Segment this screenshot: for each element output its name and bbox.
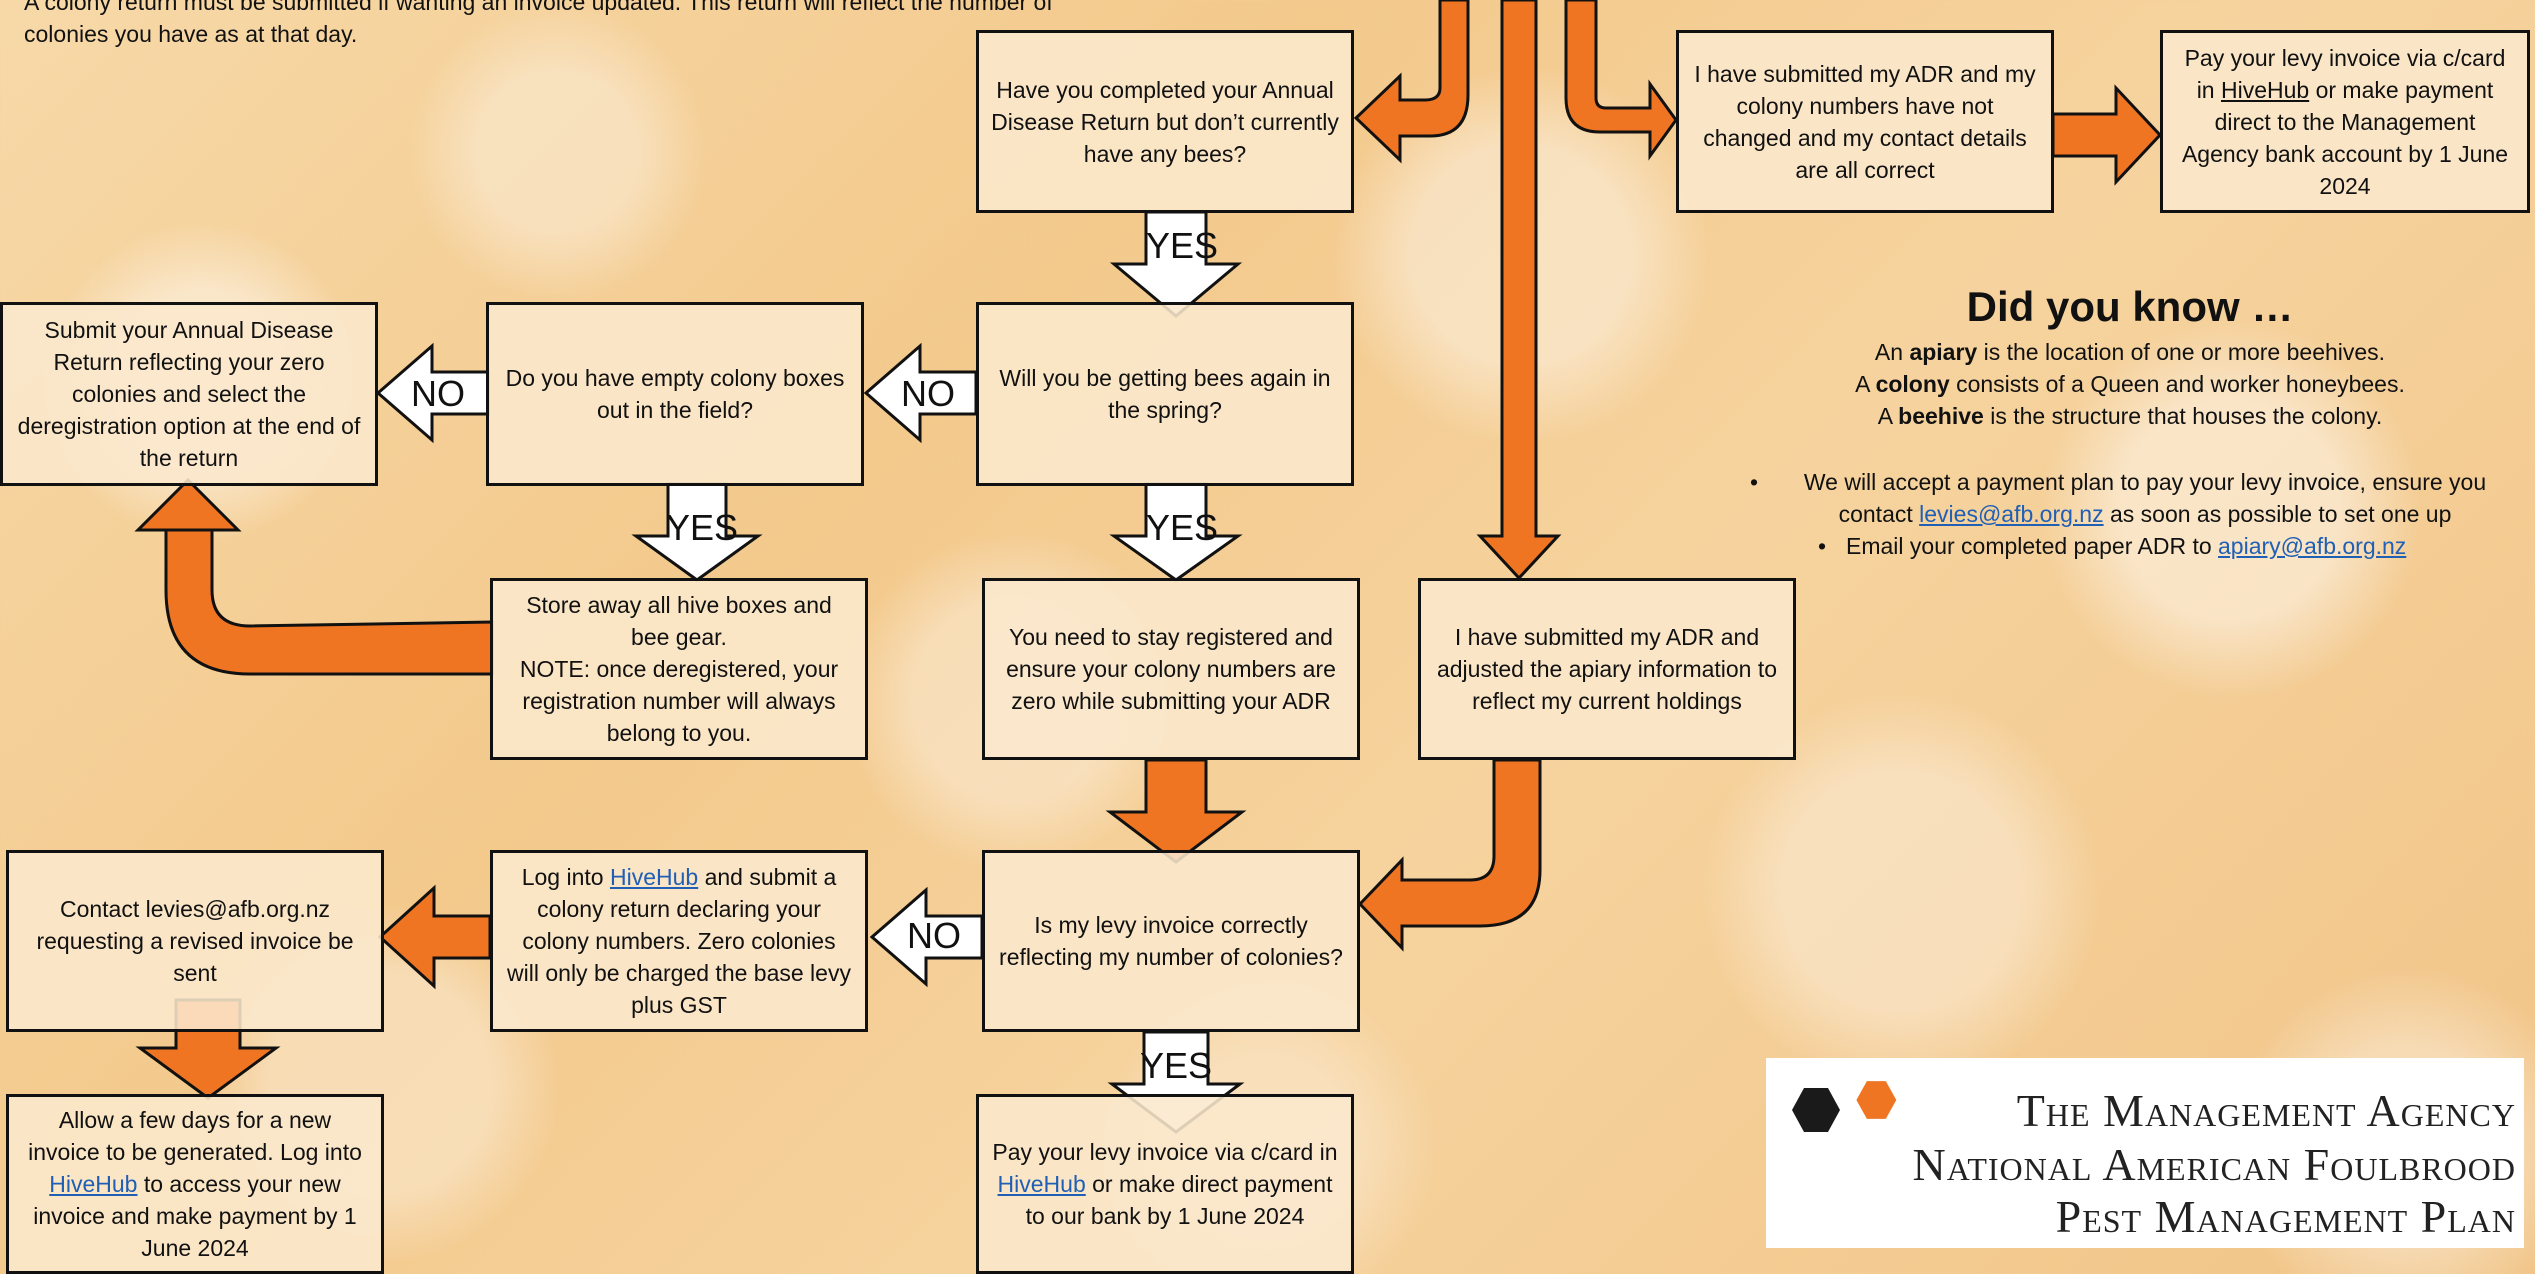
allow-days-box: Allow a few days for a new invoice to be…: [6, 1094, 384, 1274]
store-away-line1: Store away all hive boxes and bee gear.: [526, 592, 832, 650]
bees-spring-question: Will you be getting bees again in the sp…: [976, 302, 1354, 486]
email-adr-bullet: Email your completed paper ADR to apiary…: [1846, 530, 2466, 562]
hivehub-link-allow[interactable]: HiveHub: [49, 1171, 138, 1197]
dyk-l3-bold: beehive: [1898, 403, 1984, 429]
arrow-adjusted-to-levy: [1357, 758, 1542, 952]
no-label-levy: NO: [907, 915, 961, 956]
dyk-colony-line: A colony consists of a Queen and worker …: [1700, 368, 2535, 400]
pay-top-box: Pay your levy invoice via c/card in Hive…: [2160, 30, 2530, 213]
login-post: and submit a colony return declaring you…: [507, 864, 851, 1018]
pay-top-text: Pay your levy invoice via c/card in Hive…: [2175, 42, 2515, 202]
arrow-no-empty-submit: [375, 342, 490, 444]
logo-line3: Pest Management Plan: [2055, 1191, 2516, 1242]
arrow-store-to-submit-shape: [134, 477, 494, 676]
arrow-no-levy-login: [869, 886, 984, 988]
arrow-stay-to-levy: [1105, 758, 1247, 864]
dyk-l1-post: is the location of one or more beehives.: [1977, 339, 2386, 365]
pay-top-pre: Pay your levy invoice via c/card in: [2184, 44, 2506, 103]
arrow-login-contact: [377, 884, 492, 990]
yes-label-spring: YES: [1146, 507, 1219, 548]
submitted-unchanged-box: I have submitted my ADR and my colony nu…: [1676, 30, 2054, 213]
no-label-empty: NO: [411, 373, 465, 414]
pay-bottom-text: Pay your levy invoice via c/card in Hive…: [991, 1136, 1339, 1232]
dyk-l3-post: is the structure that houses the colony.: [1983, 403, 2383, 429]
dyk-beehive-line: A beehive is the structure that houses t…: [1700, 400, 2535, 432]
empty-boxes-question: Do you have empty colony boxes out in th…: [486, 302, 864, 486]
adjusted-box: I have submitted my ADR and adjusted the…: [1418, 578, 1796, 760]
logo-line1: The Management Agency: [2016, 1085, 2516, 1136]
login-colony-return-box: Log into HiveHub and submit a colony ret…: [490, 850, 868, 1032]
apiary-email-link[interactable]: apiary@afb.org.nz: [2218, 533, 2407, 559]
bullet-dot-2: •: [1817, 533, 1827, 559]
yes-label-levy: YES: [1140, 1045, 1213, 1086]
pay-bottom-pre: Pay your levy invoice via c/card in: [992, 1139, 1338, 1165]
arrow-top-to-completed: [1353, 0, 1470, 164]
did-you-know-title: Did you know …: [1966, 283, 2294, 330]
dyk-l2-pre: A: [1855, 371, 1876, 397]
arrow-yes-completed-spring: [1109, 210, 1243, 318]
arrow-yes-empty-store: [631, 482, 763, 582]
arrow-unchanged-to-pay: [2051, 84, 2163, 186]
login-text: Log into HiveHub and submit a colony ret…: [505, 861, 853, 1021]
arrow-yes-spring-stay: [1109, 482, 1243, 582]
hivehub-link-pay[interactable]: HiveHub: [997, 1171, 1086, 1197]
dyk-l1-pre: An: [1874, 339, 1910, 365]
contact-levies-box: Contact levies@afb.org.nz requesting a r…: [6, 850, 384, 1032]
submit-zero-box: Submit your Annual Disease Return reflec…: [0, 302, 378, 486]
dyk-l2-post: consists of a Queen and worker honeybees…: [1949, 371, 2405, 397]
bullet-dot-1: •: [1749, 469, 1759, 495]
levies-email-link[interactable]: levies@afb.org.nz: [1919, 501, 2104, 527]
no-label-spring: NO: [901, 373, 955, 414]
store-away-note: NOTE: once deregistered, your registrati…: [519, 656, 839, 746]
hivehub-link-top[interactable]: HiveHub: [2220, 76, 2310, 103]
yes-label-empty: YES: [666, 507, 739, 548]
stay-registered-box: You need to stay registered and ensure y…: [982, 578, 1360, 760]
levy-correct-question: Is my levy invoice correctly reflecting …: [982, 850, 1360, 1032]
pay-bottom-box: Pay your levy invoice via c/card in Hive…: [976, 1094, 1354, 1274]
intro-text: A colony return must be submitted if wan…: [24, 0, 1053, 47]
b2-pre: Email your completed paper ADR to: [1846, 533, 2219, 559]
b1-post: as soon as possible to set one up: [2103, 501, 2452, 527]
arrow-top-to-adjusted: [1476, 0, 1562, 581]
payment-plan-bullet-line1: We will accept a payment plan to pay you…: [1803, 469, 2487, 495]
logo-line2: National American Foulbrood: [1912, 1139, 2516, 1190]
allow-pre: Allow a few days for a new invoice to be…: [28, 1107, 362, 1165]
store-away-box: Store away all hive boxes and bee gear. …: [490, 578, 868, 760]
yes-label-completed: YES: [1146, 225, 1219, 266]
pay-top-post: or make payment direct to the Management…: [2181, 76, 2509, 199]
payment-plan-bullet-line2: contact levies@afb.org.nz as soon as pos…: [1770, 498, 2520, 530]
hexagon-logo-icon: [1792, 1081, 1897, 1132]
allow-post: to access your new invoice and make paym…: [33, 1171, 357, 1261]
management-agency-logo: The Management Agency National American …: [1766, 1058, 2524, 1248]
arrow-no-spring-empty: [863, 342, 978, 444]
b1-pre: contact: [1838, 501, 1920, 527]
pay-bottom-post: or make direct payment to our bank by 1 …: [1025, 1171, 1333, 1229]
completed-no-bees-box: Have you completed your Annual Disease R…: [976, 30, 1354, 213]
dyk-apiary-line: An apiary is the location of one or more…: [1700, 336, 2535, 368]
dyk-l2-bold: colony: [1875, 371, 1950, 397]
arrow-top-to-unchanged: [1564, 0, 1678, 161]
hivehub-link-login[interactable]: HiveHub: [609, 864, 699, 890]
allow-text: Allow a few days for a new invoice to be…: [21, 1104, 369, 1264]
dyk-l1-bold: apiary: [1909, 339, 1978, 365]
dyk-l3-pre: A: [1877, 403, 1899, 429]
login-pre: Log into: [521, 864, 610, 890]
